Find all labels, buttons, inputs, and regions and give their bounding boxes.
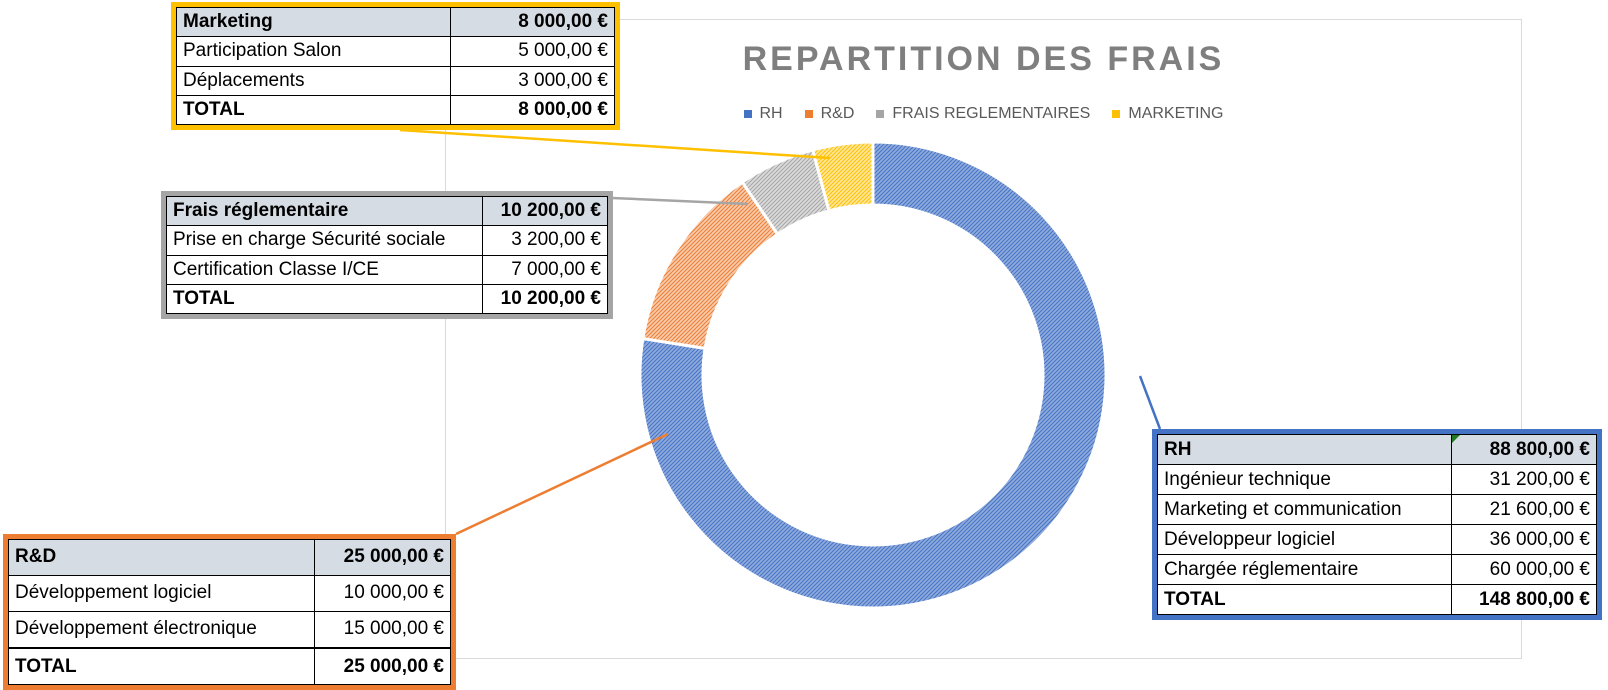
frais-callout: Frais réglementaire 10 200,00 € Prise en… — [161, 191, 613, 319]
legend-swatch — [743, 110, 752, 118]
table-row: Développeur logiciel 36 000,00 € — [1157, 524, 1598, 555]
table-cell[interactable]: 5 000,00 € — [449, 36, 616, 67]
table-cell[interactable]: 148 800,00 € — [1450, 584, 1598, 615]
table-total-row: TOTAL 10 200,00 € — [166, 283, 609, 315]
table-row: Développement électronique 15 000,00 € — [8, 610, 452, 648]
table-cell[interactable]: Déplacements — [176, 65, 451, 96]
table-row: Développement logiciel 10 000,00 € — [8, 574, 452, 612]
table-header-row: R&D 25 000,00 € — [8, 539, 452, 576]
table-cell[interactable]: TOTAL — [1157, 584, 1452, 615]
table-row: Déplacements 3 000,00 € — [176, 65, 616, 96]
legend-label: MARKETING — [1128, 105, 1224, 122]
table-cell[interactable]: RH — [1157, 434, 1452, 465]
table-total-row: TOTAL 8 000,00 € — [176, 94, 616, 126]
slice-rh[interactable] — [638, 140, 1108, 610]
leader-line-rh — [1138, 375, 1162, 430]
table-cell[interactable]: 88 800,00 € — [1450, 434, 1598, 465]
table-header-row: Marketing 8 000,00 € — [176, 6, 616, 38]
table-cell[interactable]: 10 200,00 € — [481, 283, 609, 315]
table-cell[interactable]: Participation Salon — [176, 36, 451, 67]
rd-table: R&D 25 000,00 € Développement logiciel 1… — [8, 539, 452, 685]
table-cell[interactable]: Prise en charge Sécurité sociale — [166, 225, 483, 256]
legend-swatch — [876, 110, 885, 118]
table-cell[interactable]: 3 200,00 € — [481, 225, 609, 256]
legend-label: R&D — [820, 105, 855, 122]
legend-item-frais[interactable]: FRAIS REGLEMENTAIRES — [876, 105, 1090, 123]
rh-table: RH 88 800,00 € Ingénieur technique 31 20… — [1157, 434, 1598, 615]
table-cell[interactable]: Développement logiciel — [8, 574, 315, 612]
table-cell[interactable]: TOTAL — [8, 648, 315, 685]
leader-line-frais — [611, 196, 749, 206]
legend-item-marketing[interactable]: MARKETING — [1112, 105, 1223, 123]
legend-item-rh[interactable]: RH — [743, 105, 783, 123]
table-cell[interactable]: 36 000,00 € — [1450, 524, 1598, 555]
marketing-callout: Marketing 8 000,00 € Participation Salon… — [171, 2, 620, 130]
table-cell[interactable]: 8 000,00 € — [449, 6, 616, 38]
table-cell[interactable]: 21 600,00 € — [1450, 494, 1598, 525]
table-row: Marketing et communication 21 600,00 € — [1157, 494, 1598, 525]
table-row: Prise en charge Sécurité sociale 3 200,0… — [166, 225, 609, 256]
leader-line-rd — [455, 432, 669, 536]
legend-swatch — [1112, 110, 1121, 118]
table-cell[interactable]: Développeur logiciel — [1157, 524, 1452, 555]
table-row: Participation Salon 5 000,00 € — [176, 36, 616, 67]
table-cell[interactable]: 25 000,00 € — [313, 539, 452, 576]
table-row: Chargée réglementaire 60 000,00 € — [1157, 554, 1598, 585]
frais-table: Frais réglementaire 10 200,00 € Prise en… — [166, 195, 609, 315]
marketing-table: Marketing 8 000,00 € Participation Salon… — [176, 6, 616, 126]
table-cell[interactable]: 15 000,00 € — [313, 610, 452, 648]
table-cell[interactable]: 25 000,00 € — [313, 648, 452, 685]
legend-swatch — [804, 110, 813, 118]
table-cell[interactable]: R&D — [8, 539, 315, 576]
table-cell[interactable]: 3 000,00 € — [449, 65, 616, 96]
legend-item-rd[interactable]: R&D — [804, 105, 855, 123]
chart-title: REPARTITION DES FRAIS — [742, 40, 1225, 78]
rd-callout: R&D 25 000,00 € Développement logiciel 1… — [3, 534, 456, 690]
table-cell[interactable]: Ingénieur technique — [1157, 464, 1452, 495]
legend-label: FRAIS REGLEMENTAIRES — [892, 105, 1091, 122]
table-cell[interactable]: 7 000,00 € — [481, 254, 609, 285]
table-cell[interactable]: 10 000,00 € — [313, 574, 452, 612]
table-cell[interactable]: 8 000,00 € — [449, 94, 616, 126]
table-cell[interactable]: Marketing et communication — [1157, 494, 1452, 525]
table-total-row: TOTAL 25 000,00 € — [8, 648, 452, 685]
table-cell[interactable]: 31 200,00 € — [1450, 464, 1598, 495]
chart-legend: RH R&D FRAIS REGLEMENTAIRES MARKETING — [445, 105, 1522, 123]
table-cell[interactable]: TOTAL — [166, 283, 483, 315]
table-row: Certification Classe I/CE 7 000,00 € — [166, 254, 609, 285]
table-cell[interactable]: Chargée réglementaire — [1157, 554, 1452, 585]
legend-label: RH — [759, 105, 783, 122]
table-cell[interactable]: Développement électronique — [8, 610, 315, 648]
table-cell[interactable]: Certification Classe I/CE — [166, 254, 483, 285]
table-row: Ingénieur technique 31 200,00 € — [1157, 464, 1598, 495]
leader-line-marketing — [399, 128, 831, 160]
table-header-row: RH 88 800,00 € — [1157, 434, 1598, 465]
table-cell[interactable]: 60 000,00 € — [1450, 554, 1598, 585]
table-total-row: TOTAL 148 800,00 € — [1157, 584, 1598, 615]
table-cell[interactable]: TOTAL — [176, 94, 451, 126]
table-header-row: Frais réglementaire 10 200,00 € — [166, 195, 609, 227]
slice-marketing[interactable] — [810, 140, 875, 213]
rh-callout: RH 88 800,00 € Ingénieur technique 31 20… — [1152, 429, 1602, 620]
table-cell[interactable]: Marketing — [176, 6, 451, 38]
table-cell[interactable]: 10 200,00 € — [481, 195, 609, 227]
table-cell[interactable]: Frais réglementaire — [166, 195, 483, 227]
